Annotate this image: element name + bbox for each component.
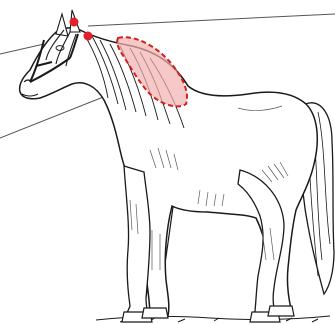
marker-dot-poll bbox=[84, 32, 93, 41]
pointer-line-left-upper bbox=[0, 44, 44, 54]
near-foreleg bbox=[124, 166, 150, 320]
pointer-line-top bbox=[88, 14, 335, 26]
marker-dot-ear bbox=[70, 18, 79, 27]
